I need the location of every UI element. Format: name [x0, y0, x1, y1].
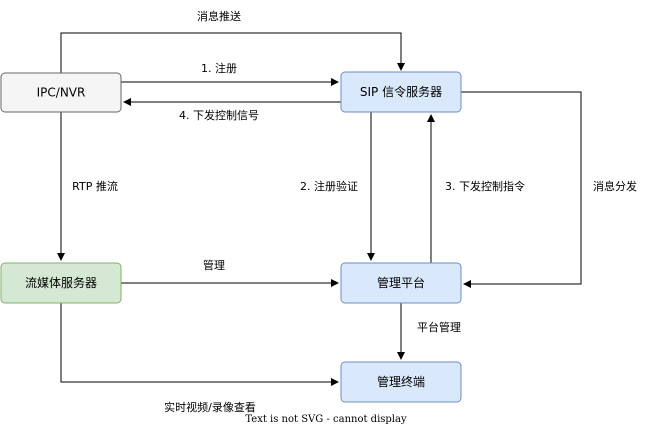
node-ipc-nvr: IPC/NVR	[0, 72, 122, 113]
node-ipc-nvr-box	[0, 72, 122, 113]
label-push-message: 消息推送	[197, 9, 241, 23]
node-management-terminal: 管理终端	[340, 361, 462, 403]
label-register-verify: 2. 注册验证	[300, 179, 358, 193]
label-platform-manage: 平台管理	[417, 320, 461, 334]
node-sip-server-label: SIP 信令服务器	[360, 84, 442, 99]
node-management-platform-label: 管理平台	[377, 275, 425, 290]
label-send-control-command: 3. 下发控制指令	[445, 179, 525, 193]
node-media-server-box	[0, 262, 122, 304]
label-rtp-push: RTP 推流	[72, 179, 118, 193]
label-live-video-replay: 实时视频/录像查看	[164, 400, 256, 414]
node-media-server-label: 流媒体服务器	[25, 275, 97, 290]
node-management-terminal-box	[340, 361, 462, 403]
node-ipc-nvr-label: IPC/NVR	[37, 86, 86, 100]
label-register: 1. 注册	[201, 61, 237, 75]
node-sip-server-box	[340, 71, 462, 113]
edge-message-dispatch	[461, 91, 582, 288]
label-send-control-signal: 4. 下发控制信号	[179, 108, 259, 122]
node-management-platform: 管理平台	[340, 262, 462, 304]
edge-live-video-replay	[60, 303, 339, 386]
node-management-terminal-label: 管理终端	[377, 374, 425, 389]
svg-fallback-notice: Text is not SVG - cannot display	[245, 414, 407, 425]
label-manage: 管理	[203, 258, 225, 272]
node-sip-server: SIP 信令服务器	[340, 71, 462, 113]
edge-push-message	[60, 32, 405, 73]
label-message-dispatch: 消息分发	[593, 179, 637, 193]
node-management-platform-box	[340, 262, 462, 304]
node-media-server: 流媒体服务器	[0, 262, 122, 304]
